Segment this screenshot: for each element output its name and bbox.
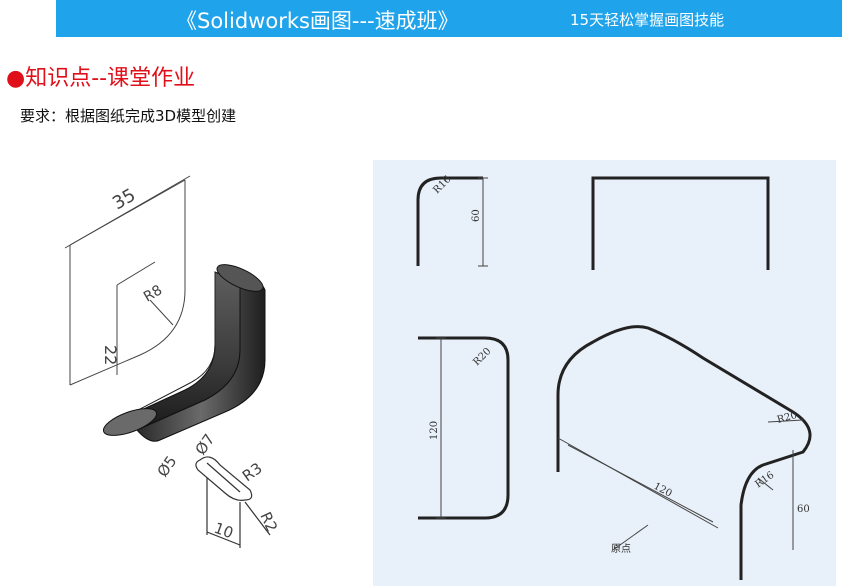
title-banner: 《Solidworks画图---速成班》 15天轻松掌握画图技能 xyxy=(56,0,842,37)
iso-bend-radius-label: R8 xyxy=(141,282,165,305)
banner-title: 《Solidworks画图---速成班》 xyxy=(176,9,459,33)
view-2 xyxy=(591,176,770,270)
view3-radius-label: R20 xyxy=(471,346,493,368)
iso-slot-length-label: 10 xyxy=(212,519,236,542)
tube-model xyxy=(102,264,266,442)
view4-dimension-lines xyxy=(557,419,804,551)
view-1 xyxy=(416,176,488,267)
iso-height-label: 22 xyxy=(101,345,120,365)
isometric-svg: 35 22 R8 Ø7 Ø5 R3 10 R2 xyxy=(64,175,281,548)
iso-width-label: 35 xyxy=(109,185,139,215)
iso-slot-radius-label: R3 xyxy=(239,459,266,485)
view4-radius-b-label: R16 xyxy=(753,470,776,491)
view4-height-label: 60 xyxy=(797,504,810,515)
bullet: ● xyxy=(6,66,26,91)
iso-dimension-lines xyxy=(64,175,191,386)
orthographic-views-panel: R16 60 R20 120 120 60 R20 xyxy=(373,160,836,586)
section-heading-text: 知识点--课堂作业 xyxy=(25,66,196,91)
banner-subtitle: 15天轻松掌握画图技能 xyxy=(570,11,725,29)
iso-end-radius-label: R2 xyxy=(256,509,281,535)
view-4 xyxy=(556,325,812,580)
origin-label: 原点 xyxy=(611,543,631,555)
view-3 xyxy=(418,336,510,520)
view3-height-label: 120 xyxy=(429,421,440,440)
section-heading: ●知识点--课堂作业 xyxy=(6,60,195,92)
iso-dia-outer-label: Ø7 xyxy=(192,430,219,458)
iso-dia-inner-label: Ø5 xyxy=(154,452,181,480)
view1-height-label: 60 xyxy=(471,209,482,222)
orthographic-svg: R16 60 R20 120 120 60 R20 xyxy=(416,174,812,580)
isometric-drawing: 35 22 R8 Ø7 Ø5 R3 10 R2 xyxy=(55,160,355,560)
slot-detail xyxy=(195,456,271,548)
requirement-text: 要求：根据图纸完成3D模型创建 xyxy=(20,107,237,125)
view4-radius-a-label: R20 xyxy=(776,410,798,426)
